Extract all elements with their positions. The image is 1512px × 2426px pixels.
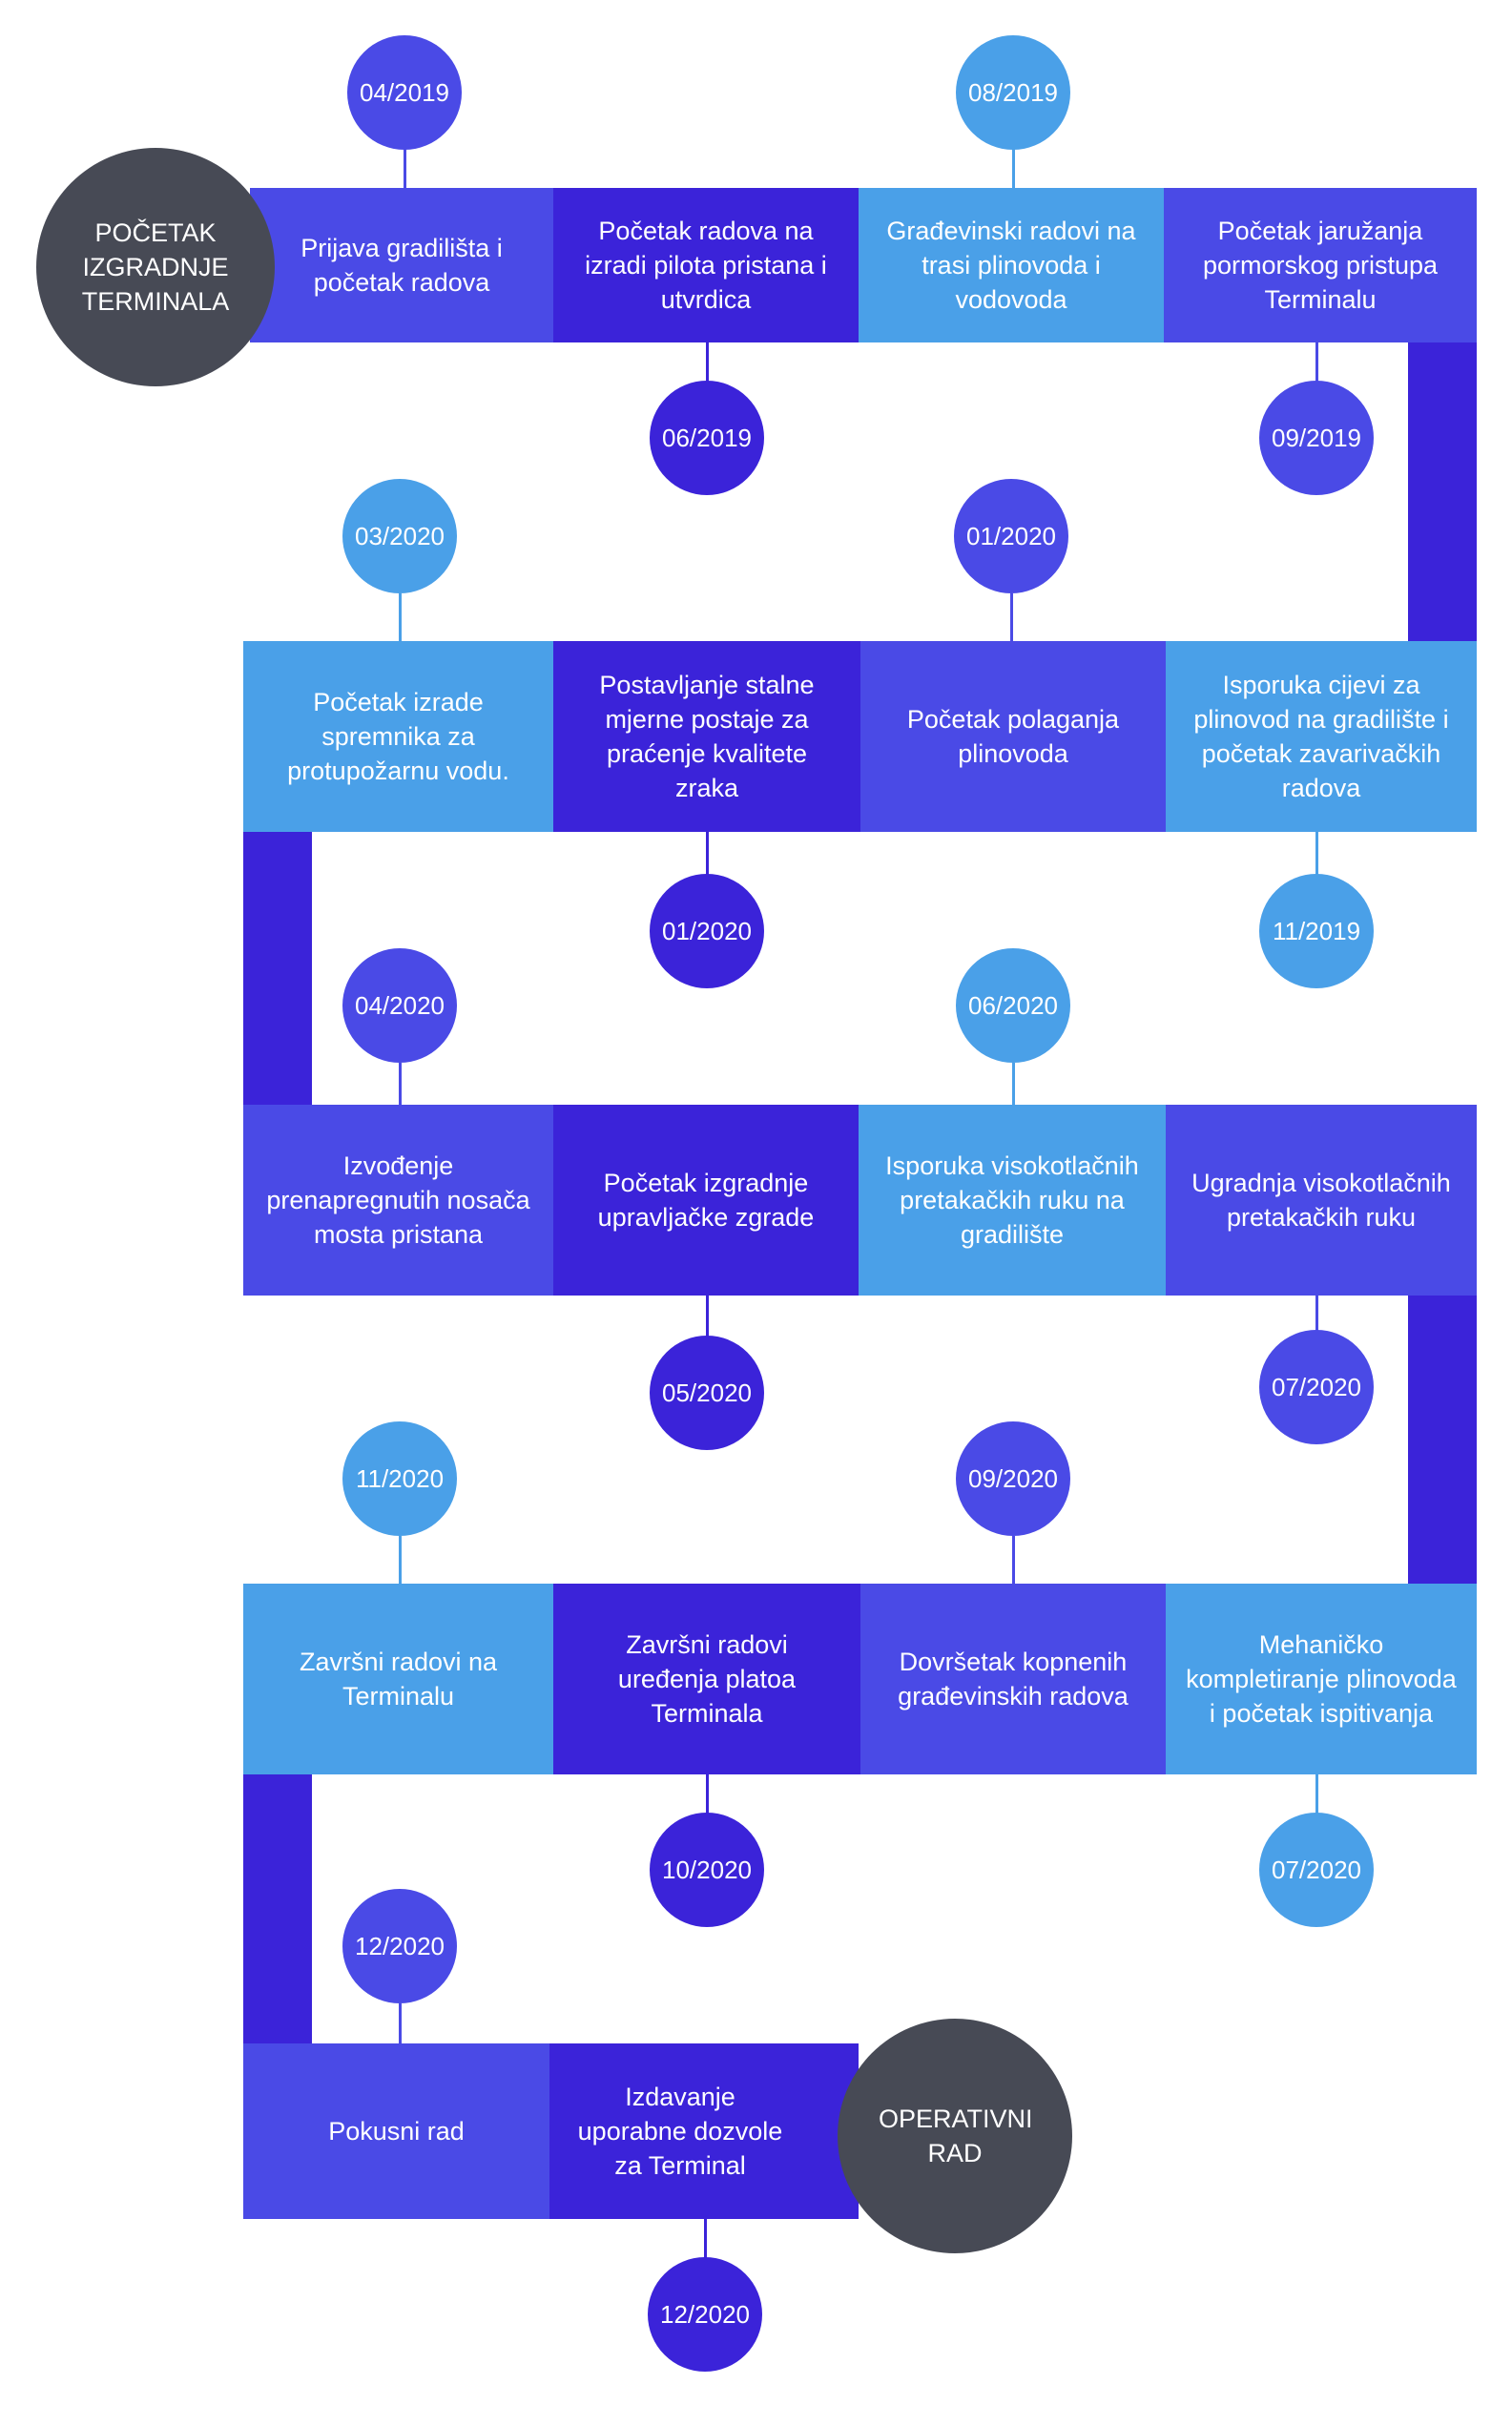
stem-6 <box>706 832 709 878</box>
stem-8 <box>1315 832 1318 878</box>
stem-3 <box>1012 148 1015 188</box>
stem-17 <box>399 2003 402 2043</box>
date-badge-6: 01/2020 <box>650 874 764 988</box>
stem-4 <box>1315 342 1318 384</box>
date-badge-2: 06/2019 <box>650 381 764 495</box>
stem-10 <box>706 1296 709 1339</box>
stem-14 <box>706 1774 709 1816</box>
date-badge-17: 12/2020 <box>342 1889 457 2003</box>
date-badge-9: 04/2020 <box>342 948 457 1063</box>
date-badge-18: 12/2020 <box>648 2257 762 2372</box>
date-badge-7: 01/2020 <box>954 479 1068 593</box>
date-badge-5: 03/2020 <box>342 479 457 593</box>
milestone-box-6: Postavljanje stalne mjerne postaje za pr… <box>553 641 860 832</box>
milestone-box-14: Završni radovi uređenja platoa Terminala <box>553 1584 860 1774</box>
milestone-box-9: Izvođenje prenapregnutih nosača mosta pr… <box>243 1105 553 1296</box>
stem-16 <box>1315 1774 1318 1816</box>
milestone-box-1: Prijava gradilišta i početak radova <box>250 188 553 342</box>
stem-13 <box>399 1536 402 1584</box>
milestone-box-15: Dovršetak kopnenih građevinskih radova <box>860 1584 1166 1774</box>
date-badge-16: 07/2020 <box>1259 1813 1374 1927</box>
milestone-box-8: Isporuka cijevi za plinovod na gradilišt… <box>1166 641 1477 832</box>
date-badge-13: 11/2020 <box>342 1421 457 1536</box>
date-badge-8: 11/2019 <box>1259 874 1374 988</box>
date-badge-15: 09/2020 <box>956 1421 1070 1536</box>
milestone-box-4: Početak jaružanja pormorskog pristupa Te… <box>1164 188 1477 342</box>
milestone-box-2: Početak radova na izradi pilota pristana… <box>553 188 859 342</box>
milestone-box-17: Pokusni rad <box>243 2043 549 2219</box>
milestone-box-16: Mehaničko kompletiranje plinovoda i poče… <box>1166 1584 1477 1774</box>
date-badge-10: 05/2020 <box>650 1336 764 1450</box>
stem-15 <box>1012 1536 1015 1584</box>
milestone-box-18: Izdavanje uporabne dozvole za Terminal <box>549 2043 859 2219</box>
stem-9 <box>399 1063 402 1105</box>
date-badge-1: 04/2019 <box>347 35 462 150</box>
end-node: OPERATIVNI RAD <box>838 2019 1072 2253</box>
start-node: POČETAK IZGRADNJE TERMINALA <box>36 148 275 386</box>
stem-12 <box>1315 1296 1318 1334</box>
milestone-box-11: Isporuka visokotlačnih pretakačkih ruku … <box>859 1105 1166 1296</box>
connector-row1-row2 <box>1408 342 1477 641</box>
milestone-box-7: Početak polaganja plinovoda <box>860 641 1166 832</box>
date-badge-4: 09/2019 <box>1259 381 1374 495</box>
stem-11 <box>1012 1063 1015 1105</box>
milestone-box-3: Građevinski radovi na trasi plinovoda i … <box>859 188 1164 342</box>
stem-2 <box>706 342 709 384</box>
date-badge-11: 06/2020 <box>956 948 1070 1063</box>
connector-row2-row3 <box>243 832 312 1105</box>
connector-row4-row5 <box>243 1774 312 2043</box>
date-badge-12: 07/2020 <box>1259 1330 1374 1444</box>
date-badge-14: 10/2020 <box>650 1813 764 1927</box>
milestone-box-10: Početak izgradnje upravljačke zgrade <box>553 1105 859 1296</box>
connector-row3-row4 <box>1408 1296 1477 1584</box>
milestone-box-12: Ugradnja visokotlačnih pretakačkih ruku <box>1166 1105 1477 1296</box>
stem-7 <box>1010 593 1013 641</box>
milestone-box-13: Završni radovi na Terminalu <box>243 1584 553 1774</box>
date-badge-3: 08/2019 <box>956 35 1070 150</box>
stem-1 <box>404 148 406 188</box>
milestone-box-5: Početak izrade spremnika za protupožarnu… <box>243 641 553 832</box>
stem-18 <box>704 2219 707 2261</box>
stem-5 <box>399 593 402 641</box>
